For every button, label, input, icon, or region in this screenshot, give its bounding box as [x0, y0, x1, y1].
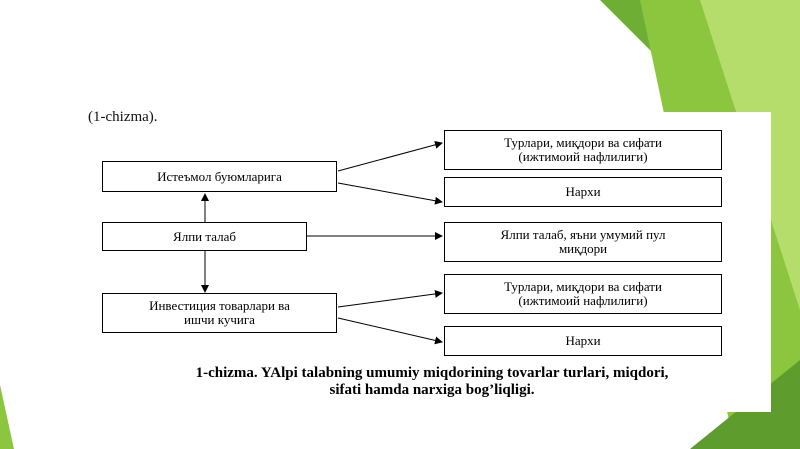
node-investment-goods-line1: Инвестиция товарлари ва: [149, 298, 290, 313]
node-types-quality-top-line1: Турлари, миқдори ва сифати: [504, 135, 662, 150]
figure-caption-line2: sifati hamda narxiga bog’liqligi.: [329, 382, 535, 398]
node-types-quality-top-line2: (ижтимоий нафлилиги): [518, 149, 648, 164]
node-types-quality-bottom: Турлари, миқдори ва сифати (ижтимоий наф…: [444, 274, 722, 314]
figure-caption-line1: 1-chizma. YAlpi talabning umumiy miqdori…: [195, 365, 669, 381]
node-price-bottom: Нархи: [444, 326, 722, 356]
node-types-quality-bottom-line1: Турлари, миқдори ва сифати: [504, 279, 662, 294]
node-consumer-goods-label: Истеъмол буюмларига: [157, 168, 282, 184]
node-total-money-line2: миқдори: [558, 241, 608, 256]
node-types-quality-top: Турлари, миқдори ва сифати (ижтимоий наф…: [444, 130, 722, 170]
node-price-bottom-label: Нархи: [565, 333, 601, 348]
figure-caption: 1-chizma. YAlpi talabning umumiy miqdori…: [92, 365, 772, 399]
node-total-money: Ялпи талаб, яъни умумий пул миқдори: [444, 222, 722, 262]
node-price-top-label: Нархи: [565, 184, 601, 199]
node-investment-goods: Инвестиция товарлари ва ишчи кучига: [102, 293, 337, 333]
green-shape-left: [0, 385, 14, 449]
node-price-top: Нархи: [444, 177, 722, 207]
node-investment-goods-line2: ишчи кучига: [184, 312, 255, 327]
node-total-money-line1: Ялпи талаб, яъни умумий пул: [500, 227, 666, 242]
node-types-quality-bottom-line2: (ижтимоий нафлилиги): [518, 293, 648, 308]
chart-reference: (1-chizma).: [88, 109, 158, 125]
node-aggregate-demand-label: Ялпи талаб: [173, 228, 236, 244]
node-aggregate-demand: Ялпи талаб: [102, 222, 307, 251]
node-consumer-goods: Истеъмол буюмларига: [102, 161, 337, 192]
